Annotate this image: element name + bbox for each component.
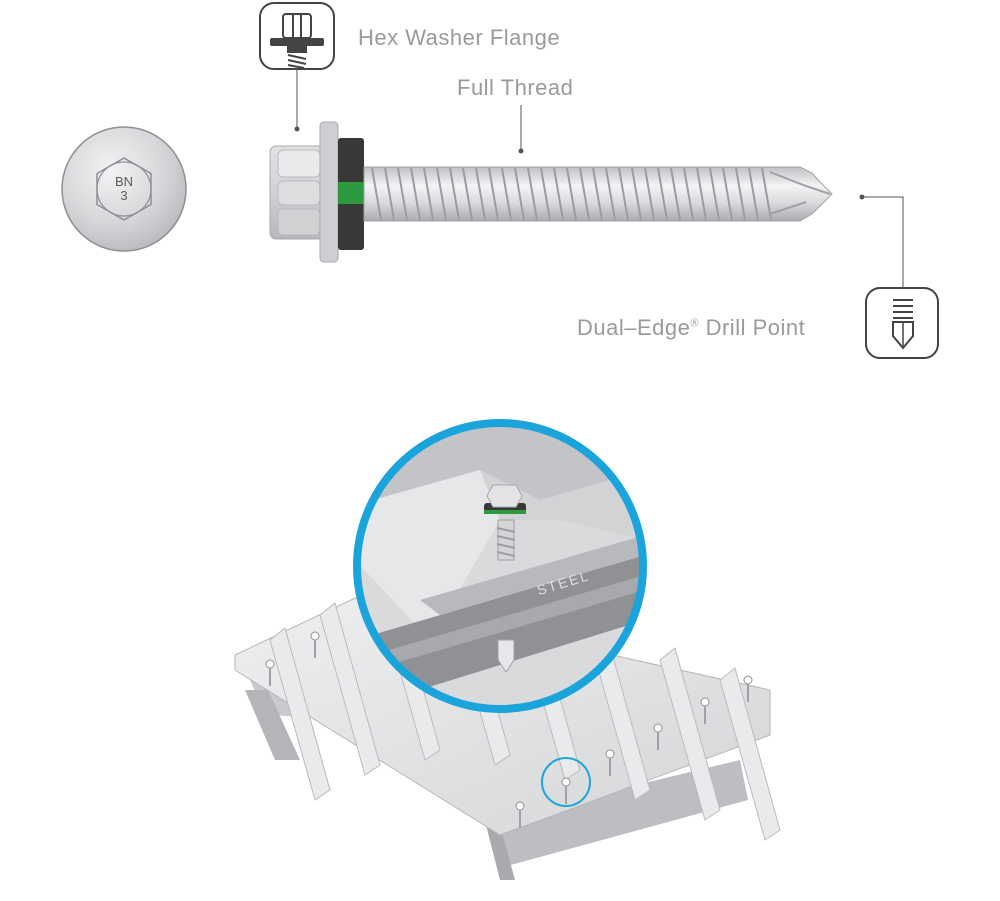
drill-point-icon xyxy=(865,287,939,359)
magnifier-circle xyxy=(353,419,647,713)
drill-point-label-main: Dual–Edge xyxy=(577,315,691,340)
registered-mark: ® xyxy=(690,317,699,330)
detail-marker-circle xyxy=(541,757,591,807)
leader-line xyxy=(862,196,904,288)
roof-screws xyxy=(265,631,753,828)
drill-point-label: Dual–Edge® Drill Point xyxy=(577,315,805,341)
head-stamp-line1: BN xyxy=(114,174,134,189)
drill-point-label-suffix: Drill Point xyxy=(698,315,806,340)
thread-ridges xyxy=(371,167,772,221)
screw-side-view xyxy=(269,121,833,263)
head-stamp: BN 3 xyxy=(104,175,144,203)
hex-washer-flange-icon xyxy=(259,2,335,70)
screw-head-top-icon xyxy=(61,126,187,252)
full-thread-label: Full Thread xyxy=(457,75,574,100)
head-stamp-line2: 3 xyxy=(120,188,128,203)
hex-washer-label: Hex Washer Flange xyxy=(358,25,561,50)
